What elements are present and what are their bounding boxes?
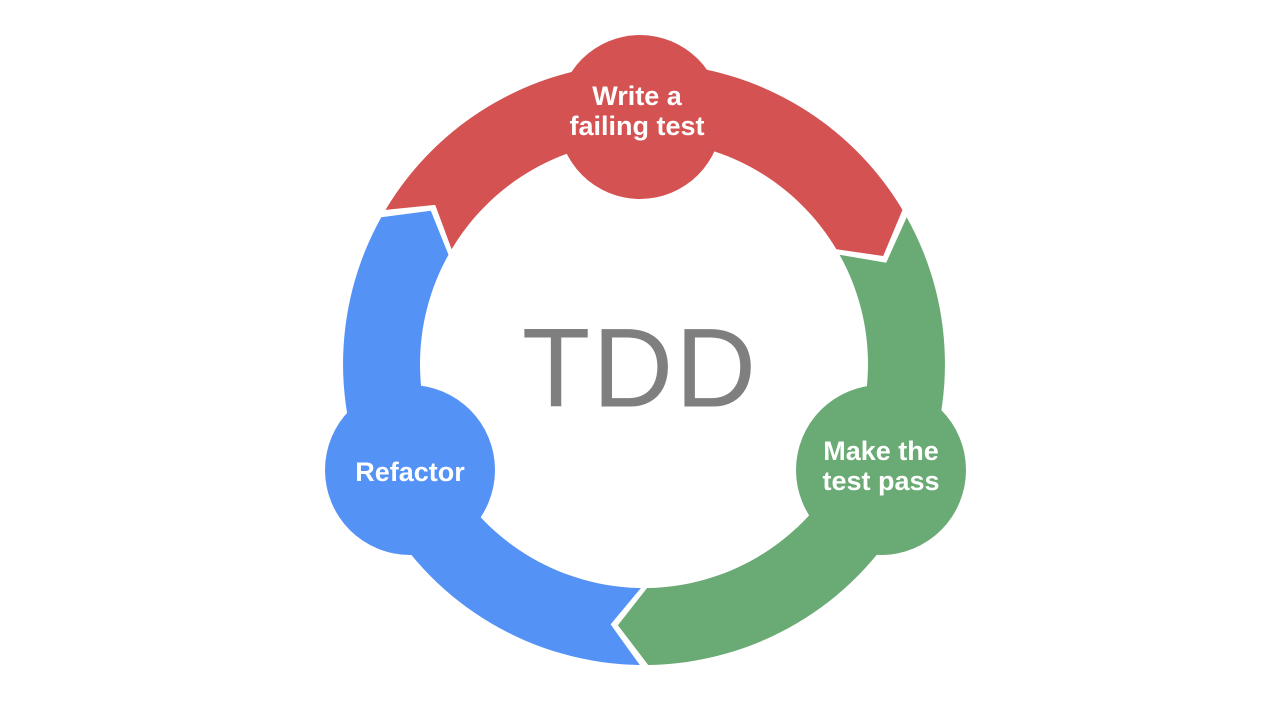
step-label-line1: Make the — [823, 436, 939, 466]
step-label-write-failing-test: Write a failing test — [569, 81, 704, 141]
center-title: TDD — [521, 305, 759, 431]
step-label-line2: test pass — [822, 466, 940, 496]
step-label-make-test-pass: Make the test pass — [822, 436, 939, 496]
step-label-line1: Refactor — [355, 457, 465, 487]
step-label-refactor: Refactor — [355, 457, 465, 487]
node-write-failing-test — [558, 35, 722, 199]
cycle-arc-write-failing-test — [385, 63, 903, 257]
node-make-test-pass — [796, 385, 966, 555]
step-label-line1: Write a — [592, 81, 682, 111]
node-refactor — [325, 385, 495, 555]
step-label-line2: failing test — [569, 111, 705, 141]
